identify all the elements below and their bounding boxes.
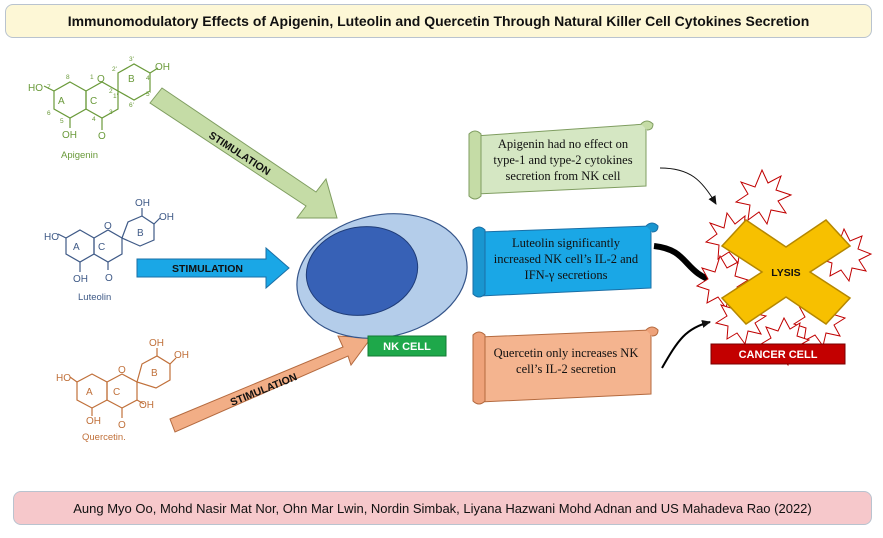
apigenin-n5: 5 [60,118,64,125]
quercetin-o-ring: O [118,365,126,376]
apigenin-o-ring: O [97,74,105,85]
apigenin-n3p: 3' [129,56,134,63]
quercetin-oh-3: OH [139,400,154,411]
nk-cell: NK CELL [296,213,468,357]
apigenin-n1: 1 [90,74,94,81]
title-banner: Immunomodulatory Effects of Apigenin, Lu… [5,4,872,38]
quercetin-ring-c-label: C [113,387,120,398]
apigenin-ring-a-label: A [58,96,65,107]
apigenin-effect-line-3: secretion from NK cell [506,169,621,183]
apigenin-o-carbonyl: O [98,131,106,142]
apigenin-n2: 2 [109,88,113,95]
luteolin-stimulation-label: STIMULATION [172,263,243,275]
apigenin-name: Apigenin [61,150,98,161]
quercetin-labels: HO A C B O O OH OH OH OH Quercetin. [56,338,189,443]
quercetin-stimulation-arrow: STIMULATION [169,335,372,433]
apigenin-n6: 6 [47,110,51,117]
citation-banner: Aung Myo Oo, Mohd Nasir Mat Nor, Ohn Mar… [13,491,872,525]
quercetin-ring-c [106,373,138,409]
luteolin-ring-c-label: C [98,242,105,253]
burst-top [734,168,793,226]
nk-cell-nucleus [305,226,419,316]
cancer-cell-label: CANCER CELL [739,349,818,361]
apigenin-effect-line-2: type-1 and type-2 cytokines [493,153,632,167]
quercetin-effect-line-2: cell’s IL-2 secretion [516,362,617,376]
quercetin-effect-line-1: Quercetin only increases NK [494,346,639,360]
luteolin-ring-a [65,229,95,263]
nk-cell-label: NK CELL [383,341,431,353]
quercetin-ring-b-label: B [151,368,158,379]
apigenin-oh-5: OH [62,130,77,141]
apigenin-n4p: 4' [146,75,151,82]
cancer-cell-label-box [710,343,846,365]
apigenin-n1p: 1' [113,93,118,100]
luteolin-ho-7: HO [44,232,59,243]
quercetin-to-cancer-arrow [661,320,711,369]
quercetin-oh-5: OH [86,416,101,427]
quercetin-structure [69,348,177,418]
apigenin-n4: 4 [92,116,96,123]
luteolin-effect-scroll: Luteolin significantly increased NK cell… [472,222,659,298]
apigenin-n5p: 5' [146,91,151,98]
apigenin-n7: 7 [47,84,51,91]
apigenin-ring-b-label: B [128,74,135,85]
lysis-label: LYSIS [771,267,800,279]
luteolin-oh-4p: OH [159,212,174,223]
luteolin-oh-3p: OH [135,198,150,209]
luteolin-effect-line-3: IFN-γ secretions [525,268,608,282]
luteolin-to-cancer-arrow [653,243,720,286]
quercetin-name: Quercetin. [82,432,126,443]
apigenin-ho-7: HO [28,83,43,94]
quercetin-ho-7: HO [56,373,71,384]
luteolin-ring-a-label: A [73,242,80,253]
quercetin-effect-scroll: Quercetin only increases NK cell’s IL-2 … [472,326,659,405]
citation-text: Aung Myo Oo, Mohd Nasir Mat Nor, Ohn Mar… [73,500,812,516]
apigenin-n6p: 6' [129,102,134,109]
luteolin-o-carbonyl: O [105,273,113,284]
luteolin-name: Luteolin [78,292,111,303]
apigenin-n3: 3 [109,109,113,116]
luteolin-ring-c [93,229,123,263]
luteolin-stimulation-arrow: STIMULATION [136,246,290,290]
cancer-cell: LYSIS CANCER CELL [695,168,873,367]
apigenin-labels: A C B O O OH HO OH 8 1 2 3 4 5 6 7 1' 2'… [28,56,170,161]
apigenin-n2p: 2' [112,66,117,73]
luteolin-labels: HO A C B O O OH OH OH Luteolin [44,198,174,303]
apigenin-stimulation-label: STIMULATION [206,129,272,178]
apigenin-structure [43,63,159,130]
cancer-x-shape [720,219,852,325]
luteolin-oh-5: OH [73,274,88,285]
apigenin-n8: 8 [66,74,70,81]
quercetin-oh-4p: OH [174,350,189,361]
quercetin-o-carbonyl: O [118,420,126,431]
apigenin-stimulation-arrow: STIMULATION [149,87,338,219]
apigenin-to-cancer-arrow [659,167,717,205]
apigenin-oh-4p: OH [155,62,170,73]
nk-cell-label-box [367,335,447,357]
luteolin-ring-b-label: B [137,228,144,239]
diagram-title: Immunomodulatory Effects of Apigenin, Lu… [67,13,810,29]
quercetin-ring-a-label: A [86,387,93,398]
apigenin-effect-line-1: Apigenin had no effect on [498,137,629,151]
apigenin-ring-c [85,81,119,119]
apigenin-ring-c-label: C [90,96,97,107]
apigenin-effect-scroll: Apigenin had no effect on type-1 and typ… [468,120,654,200]
luteolin-structure [57,208,161,272]
luteolin-effect-line-2: increased NK cell’s IL-2 and [494,252,639,266]
luteolin-o-ring: O [104,221,112,232]
luteolin-effect-line-1: Luteolin significantly [512,236,621,250]
quercetin-oh-3p: OH [149,338,164,349]
